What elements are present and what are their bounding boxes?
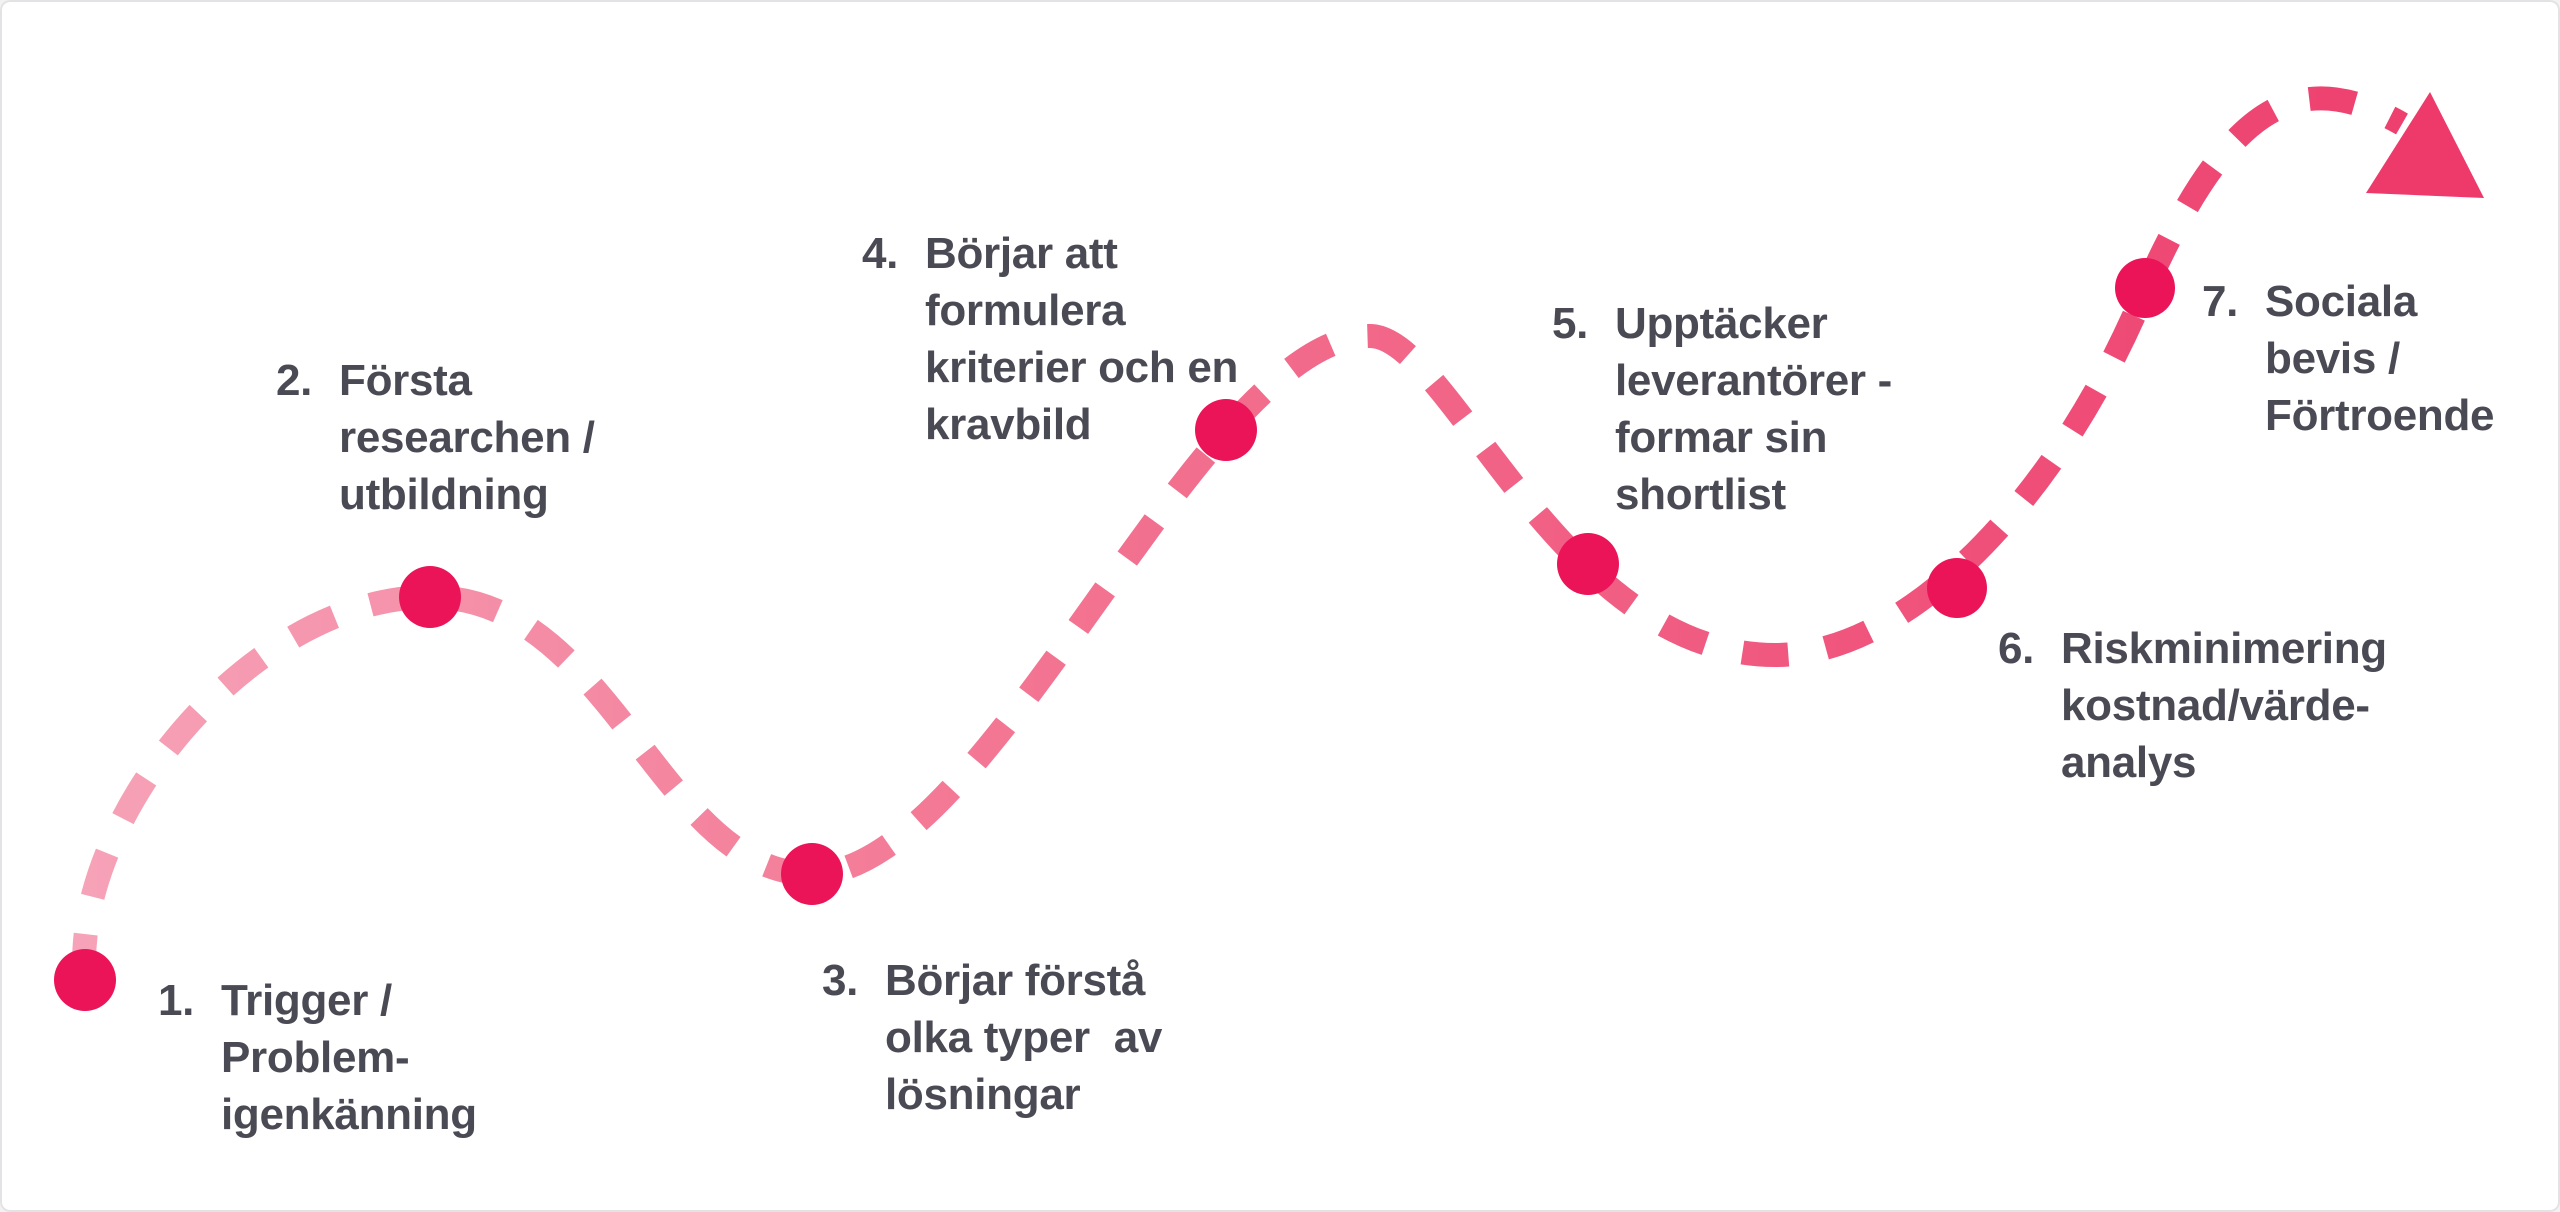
step-4-number: 4. <box>862 229 899 278</box>
step-6-text: Riskminimering kostnad/värde- analys <box>2061 624 2387 787</box>
step-5-text: Upptäcker leverantörer - formar sin shor… <box>1615 299 1893 519</box>
step-5-label: 5. Upptäcker leverantörer - formar sin s… <box>1552 295 1892 523</box>
step-1-label: 1. Trigger / Problem- igenkänning <box>158 972 477 1143</box>
step-7-text: Sociala bevis / Förtroende <box>2265 277 2495 440</box>
step-2-number: 2. <box>276 356 313 405</box>
step-1-text: Trigger / Problem- igenkänning <box>221 976 477 1139</box>
step-6-label: 6. Riskminimering kostnad/värde- analys <box>1998 620 2387 791</box>
step-7-label: 7. Sociala bevis / Förtroende <box>2202 273 2495 444</box>
step-4-text: Börjar att formulera kriterier och en kr… <box>925 229 1239 449</box>
arrow-head-icon <box>2366 92 2484 198</box>
step-3-text: Börjar förstå olka typer av lösningar <box>885 956 1163 1119</box>
step-dot-4 <box>1195 399 1257 461</box>
step-dot-3 <box>781 843 843 905</box>
step-1-number: 1. <box>158 976 195 1025</box>
step-dot-7 <box>2115 258 2175 318</box>
step-5-number: 5. <box>1552 299 1589 348</box>
step-2-label: 2. Första researchen / utbildning <box>276 352 595 523</box>
step-dot-6 <box>1927 558 1987 618</box>
step-6-number: 6. <box>1998 624 2035 673</box>
step-4-label: 4. Börjar att formulera kriterier och en… <box>862 225 1238 453</box>
step-dot-5 <box>1557 533 1619 595</box>
step-dot-1 <box>54 949 116 1011</box>
step-7-number: 7. <box>2202 277 2239 326</box>
step-3-label: 3. Börjar förstå olka typer av lösningar <box>822 952 1162 1123</box>
step-dot-2 <box>399 566 461 628</box>
step-3-number: 3. <box>822 956 859 1005</box>
step-2-text: Första researchen / utbildning <box>339 356 595 519</box>
journey-dashed-path <box>72 86 2408 982</box>
